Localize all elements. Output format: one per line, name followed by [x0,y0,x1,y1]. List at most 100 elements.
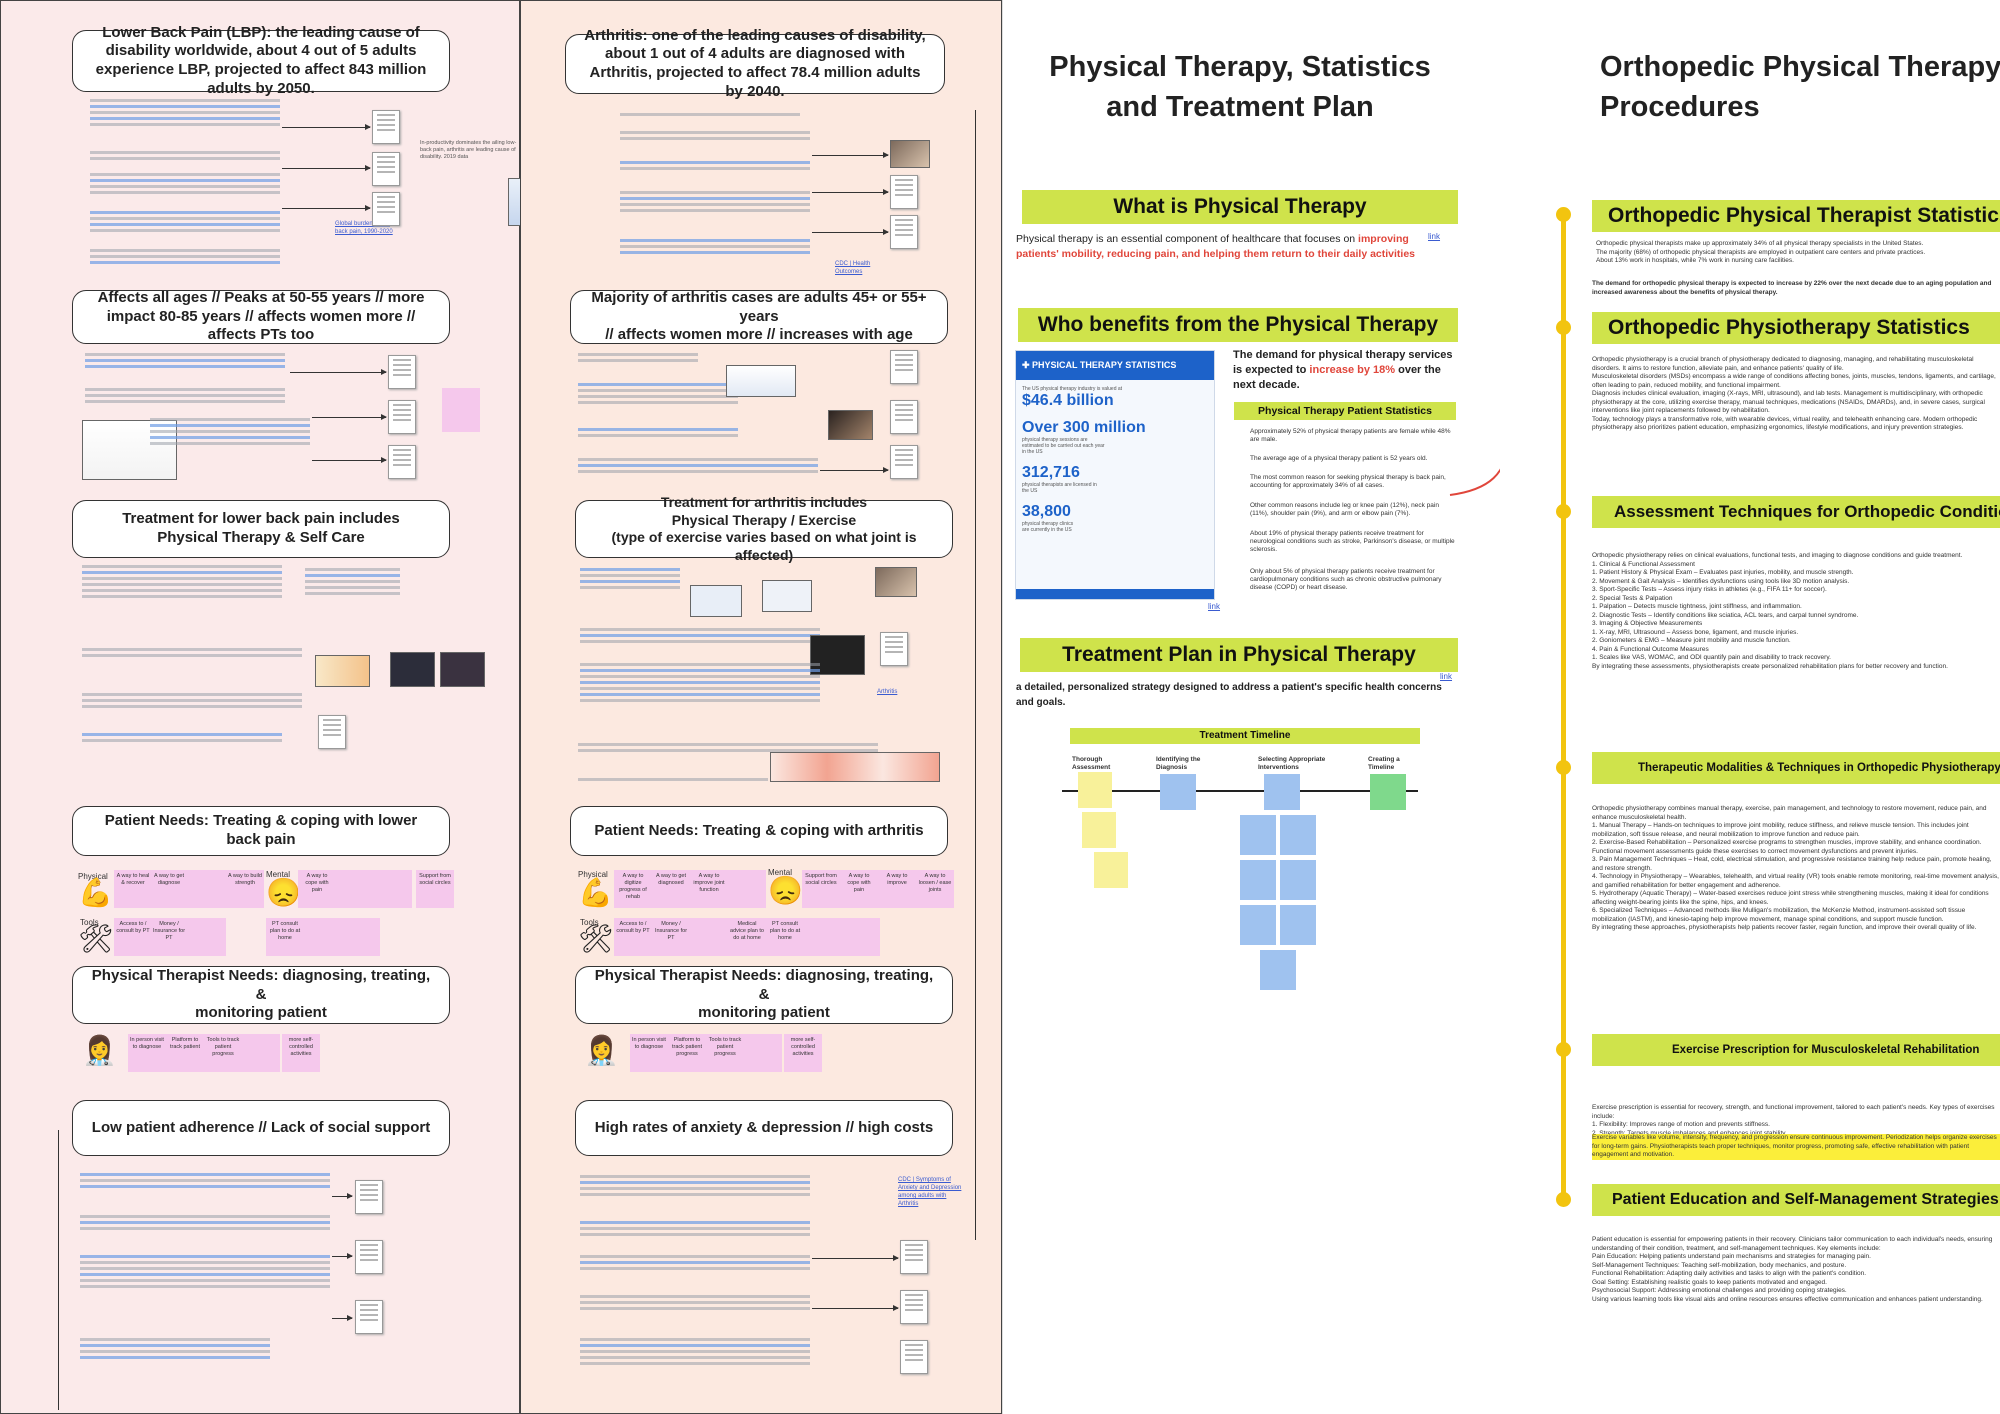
lbp-pt-need-5[interactable]: more self-controlled activities [282,1034,320,1072]
arth-exercise-images[interactable] [770,752,940,782]
lbp-doc-thumb-9[interactable] [355,1240,383,1274]
arth-link-health-outcomes[interactable]: CDC | Health Outcomes [835,261,871,275]
lbp-need-mental-4[interactable]: Support from social circles [416,870,454,908]
pt-what-link[interactable]: link [1428,232,1441,241]
pt-treatment-link[interactable]: link [1440,672,1453,681]
lbp-need-tools-1[interactable]: Access to / consult by PT [114,918,152,956]
arth-need-tools-4[interactable]: Medical advice plan to do at home [728,918,766,956]
arth-doc-thumb-1[interactable] [890,175,918,209]
tl-note-7[interactable] [1280,815,1316,855]
lbp-exercise-images[interactable] [315,655,370,687]
lbp-need-mental-2[interactable] [336,870,374,908]
arth-heading-demographics[interactable]: Majority of arthritis cases are adults 4… [570,289,948,344]
lbp-heading-treatment[interactable]: Treatment for lower back pain includes P… [72,500,450,558]
arth-pt-need-2[interactable]: Platform to track patient progress [668,1034,706,1072]
arth-need-physical-3[interactable]: A way to improve joint function [690,870,728,908]
tl-note-12[interactable] [1260,950,1296,990]
arth-need-mental-2[interactable]: A way to cope with pain [840,870,878,908]
lbp-pt-need-1[interactable]: In person visit to diagnose [128,1034,166,1072]
arth-need-physical-4[interactable] [728,870,766,908]
lbp-pt-need-2[interactable]: Platform to track patient [166,1034,204,1072]
lbp-doc-thumb-10[interactable] [355,1300,383,1334]
arth-need-physical-2[interactable]: A way to get diagnosed [652,870,690,908]
lbp-doc-thumb-2[interactable] [372,152,400,186]
lbp-doc-thumb-3[interactable] [372,192,400,226]
tl-note-9[interactable] [1280,860,1316,900]
arth-need-physical-5[interactable]: A way to loosen / ease joints [916,870,954,908]
arth-doc-thumb-6[interactable] [880,632,908,666]
arth-doc-thumb-9[interactable] [900,1340,928,1374]
lbp-heading-patient-needs[interactable]: Patient Needs: Treating & coping with lo… [72,806,450,856]
arth-video-thumb[interactable] [810,635,865,675]
arth-pt-need-1[interactable]: In person visit to diagnose [630,1034,668,1072]
arth-link-article[interactable]: Arthritis [877,689,898,695]
arth-doc-thumb-5[interactable] [890,445,918,479]
arth-photo-1[interactable] [890,140,930,168]
arth-screenshot-1[interactable] [690,585,742,617]
lbp-doc-thumb-6[interactable] [388,445,416,479]
pt-info-link[interactable]: link [1208,602,1221,611]
lbp-need-tools-2[interactable]: Money / Insurance for PT [150,918,188,956]
arth-doc-thumb-7[interactable] [900,1240,928,1274]
lbp-heading-prevalence[interactable]: Lower Back Pain (LBP): the leading cause… [72,24,450,97]
lbp-heading-pt-needs[interactable]: Physical Therapist Needs: diagnosing, tr… [72,966,450,1024]
tl-note-10[interactable] [1240,905,1276,945]
lbp-need-mental-1[interactable]: A way to cope with pain [298,870,336,908]
lbp-note-pink-1[interactable] [442,388,480,432]
lbp-heading-demographics[interactable]: Affects all ages // Peaks at 50-55 years… [72,289,450,344]
arth-need-tools-2[interactable]: Money / Insurance for PT [652,918,690,956]
lbp-need-tools-6[interactable] [342,918,380,956]
arth-photo-2[interactable] [875,567,917,597]
lbp-doc-thumb-8[interactable] [355,1180,383,1214]
arth-doc-thumb-3[interactable] [890,350,918,384]
lbp-need-physical-4[interactable]: A way to build strength [226,870,264,908]
arth-pt-need-5[interactable]: more self-controlled activities [784,1034,822,1072]
arth-pt-need-4[interactable] [744,1034,782,1072]
arth-screenshot-2[interactable] [762,580,812,612]
tl-note-1[interactable] [1078,772,1112,808]
arth-need-mental-1[interactable]: Support from social circles [802,870,840,908]
lbp-doc-thumb-1[interactable] [372,110,400,144]
arth-link-anxiety[interactable]: CDC | Symptoms of Anxiety and Depression… [898,1177,962,1207]
arth-heading-patient-needs[interactable]: Patient Needs: Treating & coping with ar… [570,806,948,856]
arth-need-tools-7[interactable] [842,918,880,956]
lbp-need-tools-5[interactable] [304,918,342,956]
lbp-need-tools-3[interactable] [188,918,226,956]
lbp-doc-thumb-4[interactable] [388,355,416,389]
arth-heading-anxiety[interactable]: High rates of anxiety & depression // hi… [575,1100,953,1156]
lbp-need-physical-2[interactable]: A way to get diagnose [150,870,188,908]
arth-need-tools-1[interactable]: Access to / consult by PT [614,918,652,956]
tl-note-8[interactable] [1240,860,1276,900]
tl-note-4[interactable] [1160,774,1196,810]
tl-note-3[interactable] [1094,852,1128,888]
pt-statistics-infographic[interactable]: ✚ PHYSICAL THERAPY STATISTICS The US phy… [1015,350,1215,600]
arth-doc-thumb-2[interactable] [890,215,918,249]
lbp-need-mental-3[interactable] [374,870,412,908]
arth-doc-thumb-8[interactable] [900,1290,928,1324]
arth-need-physical-1[interactable]: A way to digitize progress of rehab [614,870,652,908]
lbp-video-thumb-2[interactable] [440,652,485,687]
arth-heading-treatment[interactable]: Treatment for arthritis includes Physica… [575,494,953,563]
arth-need-tools-5[interactable]: PT consult plan to do at home [766,918,804,956]
lbp-pt-need-4[interactable] [242,1034,280,1072]
lbp-doc-thumb-5[interactable] [388,400,416,434]
arth-hands-photo[interactable] [828,410,873,440]
arth-heading-prevalence[interactable]: Arthritis: one of the leading causes of … [565,27,945,100]
tl-note-6[interactable] [1240,815,1276,855]
tl-note-5[interactable] [1264,774,1300,810]
lbp-video-thumb-1[interactable] [390,652,435,687]
lbp-heading-adherence[interactable]: Low patient adherence // Lack of social … [72,1100,450,1156]
arth-chart-image[interactable] [726,365,796,397]
lbp-need-physical-3[interactable] [188,870,226,908]
tl-note-2[interactable] [1082,812,1116,848]
arth-need-tools-6[interactable] [804,918,842,956]
lbp-pt-need-3[interactable]: Tools to track patient progress [204,1034,242,1072]
arth-doc-thumb-4[interactable] [890,400,918,434]
arth-heading-pt-needs[interactable]: Physical Therapist Needs: diagnosing, tr… [575,966,953,1024]
arth-need-tools-3[interactable] [690,918,728,956]
lbp-doc-thumb-7[interactable] [318,715,346,749]
arth-need-mental-3[interactable]: A way to improve [878,870,916,908]
tl-note-13[interactable] [1370,774,1406,810]
arth-pt-need-3[interactable]: Tools to track patient progress [706,1034,744,1072]
